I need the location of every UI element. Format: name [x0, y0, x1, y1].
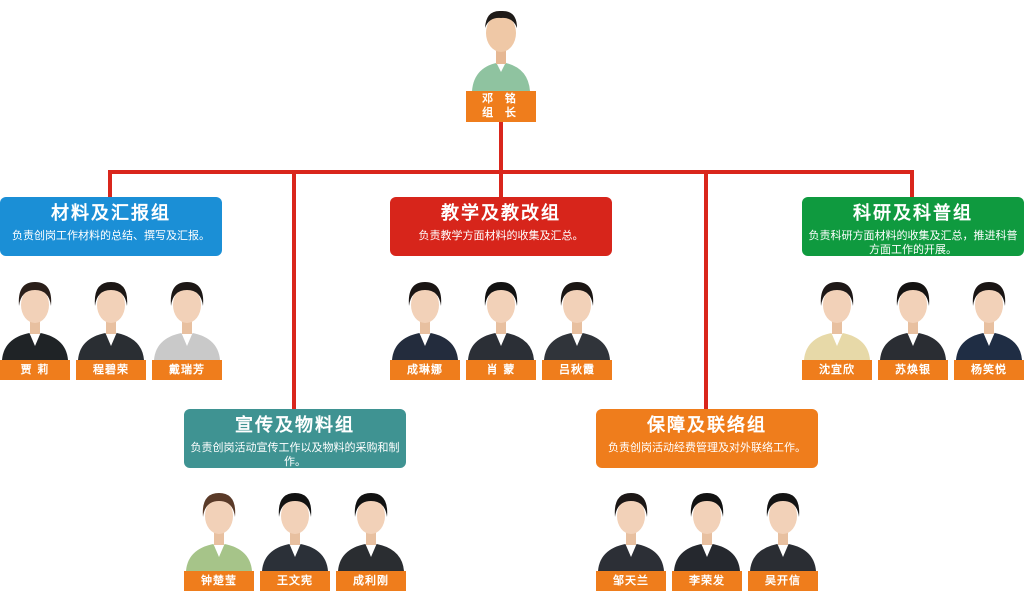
- member-name: 苏焕银: [878, 360, 948, 380]
- member-card: 肖 蒙: [466, 270, 536, 380]
- member-name: 王文宪: [260, 571, 330, 591]
- member-photo: [748, 481, 818, 571]
- group-description: 负责创岗活动经费管理及对外联络工作。: [608, 441, 806, 454]
- member-card: 成利刚: [336, 481, 406, 591]
- group-title: 宣传及物料组: [235, 415, 355, 436]
- member-photo: [954, 270, 1024, 360]
- group-box-baozhang: 保障及联络组 负责创岗活动经费管理及对外联络工作。: [596, 409, 818, 468]
- member-photo: [802, 270, 872, 360]
- member-card: 吕秋霞: [542, 270, 612, 380]
- member-card: 李荣发: [672, 481, 742, 591]
- member-name: 吕秋霞: [542, 360, 612, 380]
- group-description: 负责创岗活动宣传工作以及物料的采购和制作。: [190, 441, 400, 468]
- member-photo: [336, 481, 406, 571]
- member-name: 程碧荣: [76, 360, 146, 380]
- member-card: 钟楚莹: [184, 481, 254, 591]
- member-card: 成琳娜: [390, 270, 460, 380]
- group-title: 教学及教改组: [441, 203, 561, 224]
- member-card: 杨笑悦: [954, 270, 1024, 380]
- member-photo: [466, 270, 536, 360]
- leader-photo: [466, 0, 536, 91]
- member-name: 杨笑悦: [954, 360, 1024, 380]
- member-name: 成琳娜: [390, 360, 460, 380]
- member-photo: [672, 481, 742, 571]
- member-name: 邹天兰: [596, 571, 666, 591]
- group-description: 负责教学方面材料的收集及汇总。: [418, 229, 584, 242]
- member-name: 成利刚: [336, 571, 406, 591]
- leader-card: 邓 铭 组 长: [466, 0, 536, 122]
- member-photo: [76, 270, 146, 360]
- member-card: 苏焕银: [878, 270, 948, 380]
- member-photo: [596, 481, 666, 571]
- member-name: 沈宜欣: [802, 360, 872, 380]
- member-photo: [878, 270, 948, 360]
- group-title: 保障及联络组: [647, 415, 767, 436]
- group-description: 负责创岗工作材料的总结、撰写及汇报。: [12, 229, 210, 242]
- member-card: 王文宪: [260, 481, 330, 591]
- member-photo: [390, 270, 460, 360]
- member-photo: [0, 270, 70, 360]
- group-box-keyan: 科研及科普组 负责科研方面材料的收集及汇总，推进科普方面工作的开展。: [802, 197, 1024, 256]
- member-name: 李荣发: [672, 571, 742, 591]
- member-card: 程碧荣: [76, 270, 146, 380]
- member-photo: [152, 270, 222, 360]
- member-photo: [260, 481, 330, 571]
- leader-plate: 邓 铭 组 长: [466, 91, 536, 122]
- member-name: 吴开信: [748, 571, 818, 591]
- member-card: 吴开信: [748, 481, 818, 591]
- group-description: 负责科研方面材料的收集及汇总，推进科普方面工作的开展。: [808, 229, 1018, 256]
- member-name: 肖 蒙: [466, 360, 536, 380]
- member-card: 戴瑞芳: [152, 270, 222, 380]
- member-card: 沈宜欣: [802, 270, 872, 380]
- group-box-xuanchuan: 宣传及物料组 负责创岗活动宣传工作以及物料的采购和制作。: [184, 409, 406, 468]
- group-box-jiaoxue: 教学及教改组 负责教学方面材料的收集及汇总。: [390, 197, 612, 256]
- group-box-cailiao: 材料及汇报组 负责创岗工作材料的总结、撰写及汇报。: [0, 197, 222, 256]
- member-name: 戴瑞芳: [152, 360, 222, 380]
- member-card: 贾 莉: [0, 270, 70, 380]
- leader-name: 邓 铭: [482, 92, 520, 105]
- group-title: 科研及科普组: [853, 203, 973, 224]
- member-card: 邹天兰: [596, 481, 666, 591]
- member-photo: [184, 481, 254, 571]
- member-name: 钟楚莹: [184, 571, 254, 591]
- member-name: 贾 莉: [0, 360, 70, 380]
- leader-title: 组 长: [482, 106, 520, 119]
- group-title: 材料及汇报组: [51, 203, 171, 224]
- member-photo: [542, 270, 612, 360]
